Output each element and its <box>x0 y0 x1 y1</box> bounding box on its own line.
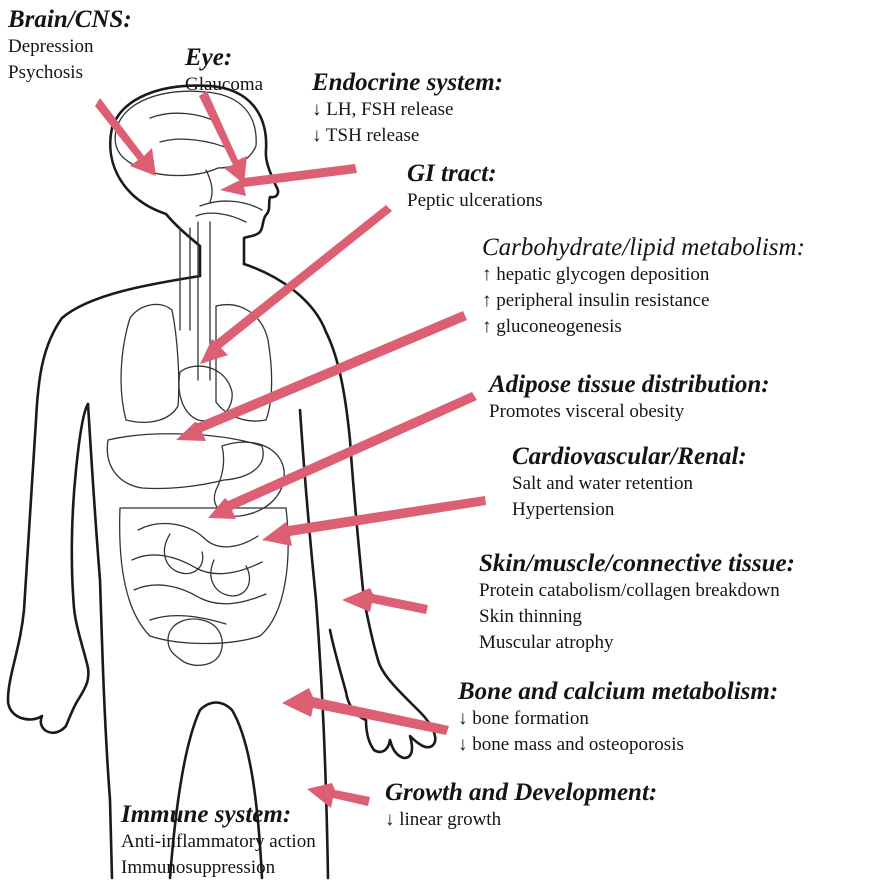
annotation-carbohydrate-lipid-line: ↑ peripheral insulin resistance <box>482 288 805 314</box>
annotation-endocrine-title: Endocrine system: <box>312 68 503 97</box>
annotation-cardiovascular-renal-line: Salt and water retention <box>512 471 747 497</box>
annotation-adipose-line: Promotes visceral obesity <box>489 399 770 425</box>
arrow-gi <box>200 205 392 364</box>
annotation-endocrine-line: ↓ TSH release <box>312 123 503 149</box>
annotation-carbohydrate-lipid-line: ↑ gluconeogenesis <box>482 314 805 340</box>
arrow-brain <box>95 98 156 176</box>
annotation-brain-cns: Brain/CNS: Depression Psychosis <box>8 5 132 86</box>
annotation-growth-development-line: ↓ linear growth <box>385 807 657 833</box>
annotation-brain-cns-title: Brain/CNS: <box>8 5 132 34</box>
annotation-eye: Eye: Glaucoma <box>185 43 263 98</box>
annotation-immune-line: Immunosuppression <box>121 855 316 881</box>
arrow-skin <box>342 588 428 614</box>
annotation-carbohydrate-lipid-title: Carbohydrate/lipid metabolism: <box>482 233 805 262</box>
annotation-immune-title: Immune system: <box>121 800 316 829</box>
annotation-growth-development-title: Growth and Development: <box>385 778 657 807</box>
annotation-cardiovascular-renal-line: Hypertension <box>512 497 747 523</box>
annotation-gi-tract: GI tract: Peptic ulcerations <box>407 159 543 214</box>
annotation-bone-calcium-line: ↓ bone formation <box>458 706 778 732</box>
arrow-cardio <box>262 496 486 546</box>
annotation-eye-line: Glaucoma <box>185 72 263 98</box>
annotation-bone-calcium-line: ↓ bone mass and osteoporosis <box>458 732 778 758</box>
annotation-gi-tract-title: GI tract: <box>407 159 543 188</box>
annotation-brain-cns-line: Psychosis <box>8 60 132 86</box>
annotation-carbohydrate-lipid: Carbohydrate/lipid metabolism: ↑ hepatic… <box>482 233 805 340</box>
annotation-adipose-title: Adipose tissue distribution: <box>489 370 770 399</box>
annotation-brain-cns-line: Depression <box>8 34 132 60</box>
annotation-growth-development: Growth and Development: ↓ linear growth <box>385 778 657 833</box>
annotation-skin-muscle-line: Skin thinning <box>479 604 795 630</box>
annotation-immune-line: Anti-inflammatory action <box>121 829 316 855</box>
annotation-endocrine-line: ↓ LH, FSH release <box>312 97 503 123</box>
annotation-endocrine: Endocrine system: ↓ LH, FSH release ↓ TS… <box>312 68 503 149</box>
annotation-bone-calcium-title: Bone and calcium metabolism: <box>458 677 778 706</box>
annotation-gi-tract-line: Peptic ulcerations <box>407 188 543 214</box>
annotation-cardiovascular-renal-title: Cardiovascular/Renal: <box>512 442 747 471</box>
annotation-immune: Immune system: Anti-inflammatory action … <box>121 800 316 881</box>
annotation-eye-title: Eye: <box>185 43 263 72</box>
annotation-skin-muscle-line: Muscular atrophy <box>479 630 795 656</box>
arrow-growth <box>307 783 370 808</box>
body-outline <box>8 86 435 878</box>
annotation-carbohydrate-lipid-line: ↑ hepatic glycogen deposition <box>482 262 805 288</box>
annotation-skin-muscle-line: Protein catabolism/collagen breakdown <box>479 578 795 604</box>
annotation-adipose: Adipose tissue distribution: Promotes vi… <box>489 370 770 425</box>
annotation-cardiovascular-renal: Cardiovascular/Renal: Salt and water ret… <box>512 442 747 523</box>
annotation-skin-muscle: Skin/muscle/connective tissue: Protein c… <box>479 549 795 656</box>
annotation-skin-muscle-title: Skin/muscle/connective tissue: <box>479 549 795 578</box>
annotation-bone-calcium: Bone and calcium metabolism: ↓ bone form… <box>458 677 778 758</box>
